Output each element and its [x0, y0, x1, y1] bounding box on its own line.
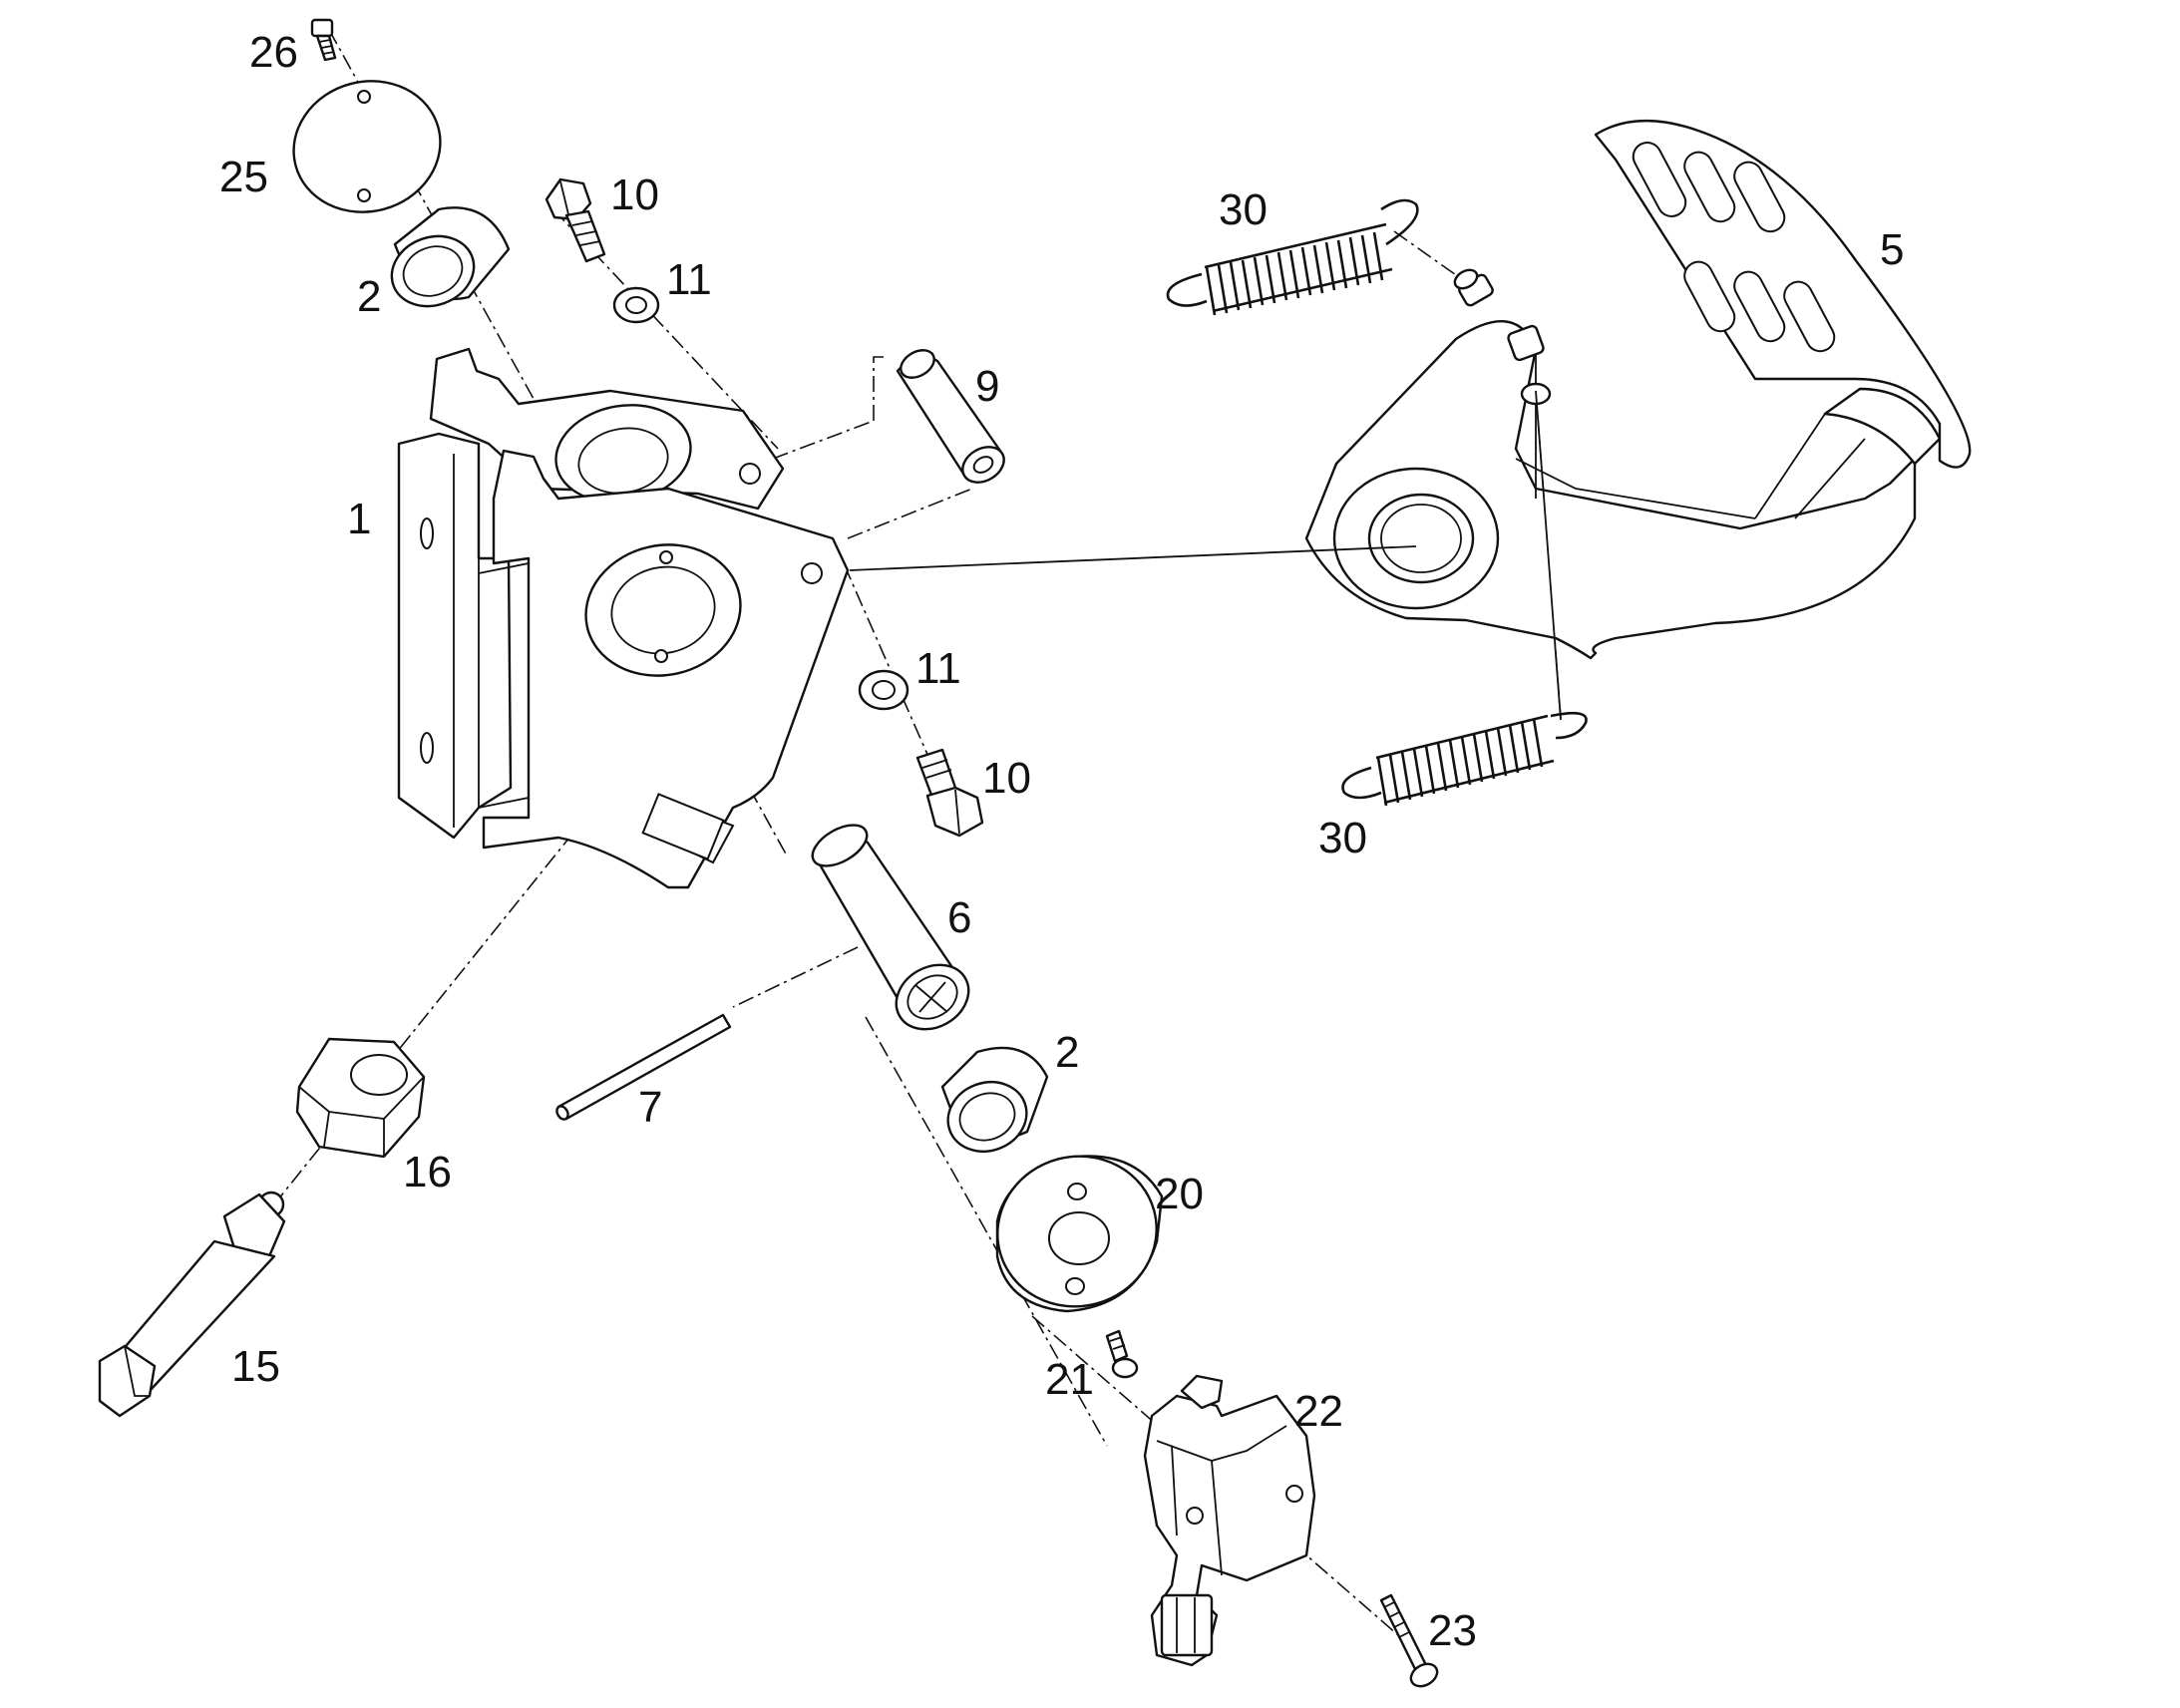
callout-21: 21 — [1045, 1355, 1094, 1404]
part-2-upper-bushing — [390, 206, 511, 308]
callout-30-lower: 30 — [1318, 814, 1367, 862]
part-21-screw — [1105, 1329, 1139, 1379]
callout-5: 5 — [1880, 225, 1904, 274]
callout-6: 6 — [947, 893, 971, 942]
callout-7: 7 — [638, 1083, 662, 1132]
part-20-adapter-disc — [995, 1155, 1164, 1313]
callout-20: 20 — [1155, 1170, 1204, 1218]
callout-10-lower: 10 — [982, 754, 1031, 803]
callout-9: 9 — [975, 362, 999, 411]
shaft-alignment-line — [849, 545, 1417, 571]
callout-16: 16 — [403, 1148, 452, 1196]
part-15-stop-bolt — [98, 1191, 286, 1418]
part-6-shaft-sleeve — [811, 824, 970, 1031]
callout-22: 22 — [1294, 1387, 1343, 1436]
callout-10-upper: 10 — [610, 171, 659, 219]
part-25-cover-disc — [292, 80, 442, 213]
part-11-upper-washer — [612, 286, 660, 324]
callout-30-upper: 30 — [1219, 185, 1268, 234]
part-5-pedal-arm — [1304, 119, 1972, 660]
callout-2-lower: 2 — [1055, 1028, 1079, 1077]
part-1-bracket-housing — [397, 347, 850, 889]
part-9-pin — [896, 349, 1005, 484]
callout-25: 25 — [219, 153, 268, 201]
part-22-position-sensor — [1143, 1374, 1316, 1667]
callout-1: 1 — [347, 495, 371, 543]
part-26-screw — [310, 18, 337, 62]
callout-2-upper: 2 — [357, 272, 381, 321]
part-23-long-screw — [1379, 1593, 1439, 1688]
callout-26: 26 — [249, 28, 298, 77]
callout-11-lower: 11 — [915, 644, 961, 693]
part-7-roll-pin — [555, 1013, 732, 1121]
part-30-lower-spring — [1341, 711, 1588, 807]
part-16-hex-nut — [295, 1037, 426, 1159]
part-10-lower-bolt — [915, 748, 984, 838]
spring-stud-line — [1535, 390, 1562, 721]
callout-23: 23 — [1428, 1606, 1477, 1655]
callout-15: 15 — [231, 1342, 280, 1391]
part-11-lower-washer — [858, 669, 909, 711]
callout-labels: 1 2 2 5 6 7 9 10 10 11 11 15 16 20 21 22… — [219, 28, 1904, 1655]
part-2-lower-bushing — [940, 1046, 1049, 1153]
part-30-upper-spring — [1166, 198, 1419, 316]
callout-11-upper: 11 — [666, 255, 712, 304]
part-10-upper-bolt — [545, 177, 606, 263]
